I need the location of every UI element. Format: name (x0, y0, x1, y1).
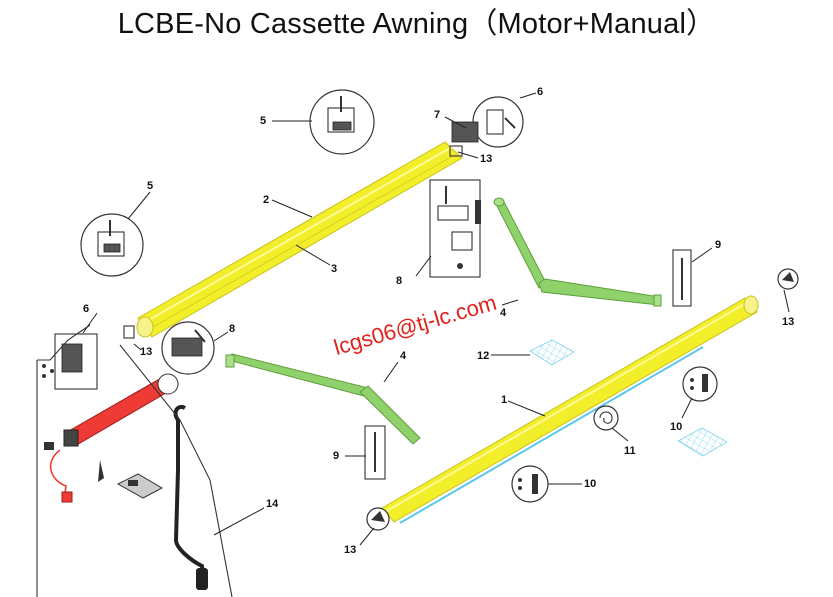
label-13-right: 13 (782, 316, 794, 328)
fixing-set-box-right (672, 249, 692, 307)
screw-detail-bottom (511, 465, 549, 503)
folding-arm-right (493, 197, 662, 307)
motor-cable (49, 449, 67, 501)
arm-bracket-kit-box (429, 179, 481, 278)
bearing-detail-bottom (366, 507, 390, 531)
label-11: 11 (624, 445, 636, 457)
motor-bracket-box (54, 333, 98, 390)
label-6-left: 6 (83, 303, 89, 315)
roller-tube (136, 141, 463, 338)
label-13-left: 13 (140, 346, 152, 358)
fixing-set-box-left (364, 425, 386, 480)
folding-arm-left (225, 353, 421, 445)
end-plug-left (123, 325, 135, 339)
hook-detail (593, 405, 619, 431)
front-profile (381, 295, 759, 524)
shoulder-bracket-detail (161, 321, 215, 375)
manual-crank (173, 405, 208, 590)
label-5-top: 5 (260, 115, 266, 127)
fabric-edge (399, 346, 704, 524)
crank-eye-parts (42, 364, 164, 499)
label-9-left: 9 (333, 450, 339, 462)
end-bracket (451, 121, 479, 143)
label-13-top: 13 (480, 153, 492, 165)
label-4-right: 4 (500, 307, 507, 319)
label-3: 3 (331, 263, 337, 275)
label-6-top: 6 (537, 86, 543, 98)
label-5-left: 5 (147, 180, 153, 192)
bearing-detail-right (777, 268, 799, 290)
label-13-bottom: 13 (344, 544, 356, 556)
wall-bracket-detail-left (80, 213, 144, 277)
label-2: 2 (263, 194, 269, 206)
motor (44, 373, 179, 503)
label-12: 12 (477, 350, 489, 362)
label-9-right: 9 (715, 239, 721, 251)
page-title: LCBE-No Cassette Awning（Motor+Manual） (117, 8, 716, 40)
label-14: 14 (266, 498, 279, 510)
leader-lines (82, 92, 790, 546)
label-7: 7 (434, 109, 440, 121)
end-plug-top (449, 145, 463, 157)
wall-bracket-detail-top (309, 89, 375, 155)
fabric-swatch (529, 339, 728, 457)
label-8-left: 8 (229, 323, 235, 335)
label-8-box: 8 (396, 275, 402, 287)
label-10-bottom: 10 (584, 478, 596, 490)
screw-detail-right (682, 366, 718, 402)
label-1: 1 (501, 394, 507, 406)
label-10-right: 10 (670, 421, 682, 433)
part-labels: 1 2 3 4 4 5 5 6 6 7 8 8 9 9 10 10 11 12 … (83, 86, 794, 556)
end-bracket-detail-top (472, 96, 524, 148)
label-4-left: 4 (400, 350, 407, 362)
